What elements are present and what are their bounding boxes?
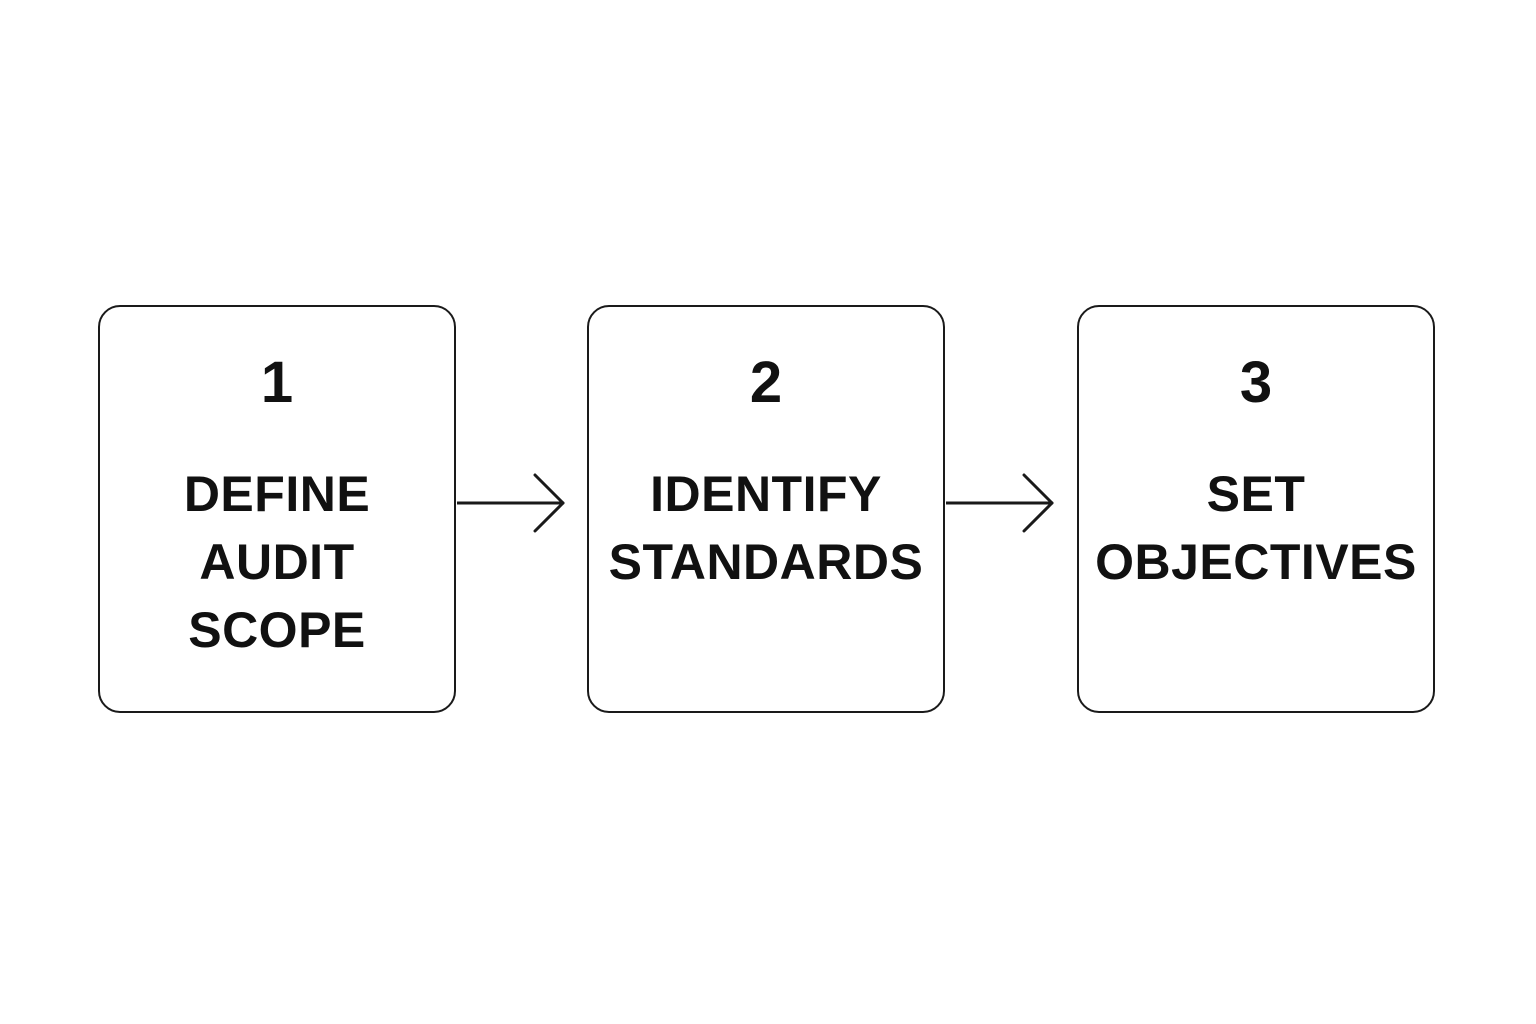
step-label-line: IDENTIFY (650, 466, 882, 522)
step-label-line: AUDIT (199, 534, 355, 590)
step-number: 3 (1239, 350, 1273, 415)
step-label-line: DEFINE (183, 466, 371, 522)
step-label-line: STANDARDS (608, 534, 924, 590)
step-label: DEFINE AUDIT SCOPE (100, 460, 454, 664)
step-number: 1 (260, 350, 294, 415)
arrow-right-icon (457, 473, 565, 533)
step-label-line: SCOPE (188, 602, 366, 658)
step-box-define-audit-scope: 1 DEFINE AUDIT SCOPE (98, 305, 456, 713)
step-label: SET OBJECTIVES (1079, 460, 1433, 596)
step-label: IDENTIFY STANDARDS (589, 460, 943, 596)
step-number: 2 (749, 350, 783, 415)
step-box-identify-standards: 2 IDENTIFY STANDARDS (587, 305, 945, 713)
step-label-line: SET (1206, 466, 1306, 522)
step-label-line: OBJECTIVES (1095, 534, 1417, 590)
step-box-set-objectives: 3 SET OBJECTIVES (1077, 305, 1435, 713)
arrow-right-icon (946, 473, 1054, 533)
